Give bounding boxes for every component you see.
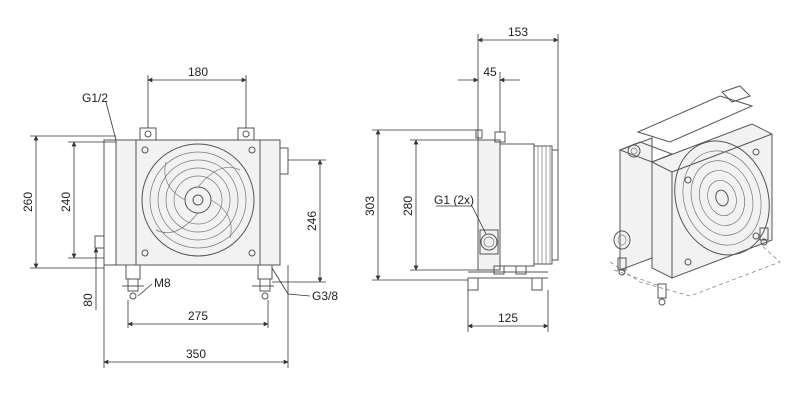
dim-275: 275: [188, 309, 208, 323]
iso-port: [613, 230, 631, 250]
mount-ear-right: [237, 127, 255, 141]
dim-350: 350: [186, 347, 206, 361]
side-dimensions: [372, 34, 559, 332]
iso-feet: [617, 227, 769, 306]
foot-left: [127, 278, 139, 292]
dim-180: 180: [188, 65, 208, 79]
dim-303: 303: [363, 196, 377, 216]
port-right: [279, 147, 289, 175]
foot-right: [259, 278, 271, 292]
dim-80: 80: [81, 293, 95, 307]
front-dimension-labels: 180 350 275 260 240 246 80 G1/2 G3/8 M8: [21, 65, 338, 361]
dim-125: 125: [498, 311, 518, 325]
side-dimension-labels: 153 45 303 280 125 G1 (2x): [363, 25, 528, 325]
dim-240: 240: [59, 192, 73, 212]
label-g3-8: G3/8: [312, 289, 338, 303]
fan-guard-front: [141, 143, 255, 257]
dim-45: 45: [483, 65, 497, 79]
label-m8: M8: [154, 276, 171, 290]
dim-246: 246: [305, 211, 319, 231]
label-g1-2: G1/2: [82, 91, 108, 105]
dim-260: 260: [21, 192, 35, 212]
front-dimensions: [30, 75, 326, 368]
iso-fan-guard: [674, 140, 770, 256]
cooler-body-front: [115, 139, 281, 266]
isometric-view: [609, 85, 781, 306]
port-g1: [479, 229, 499, 255]
dim-153: 153: [508, 25, 528, 39]
inlet-port-lower: [94, 235, 105, 249]
mount-ear-left: [139, 127, 157, 141]
front-view: [94, 127, 289, 300]
fan-housing-side: [533, 145, 553, 265]
fan-frame: [135, 139, 261, 266]
iso-body: [651, 123, 773, 279]
iso-left-body: [619, 137, 653, 271]
side-view: [467, 129, 559, 291]
dim-280: 280: [401, 196, 415, 216]
label-g1-2x: G1 (2x): [434, 193, 474, 207]
